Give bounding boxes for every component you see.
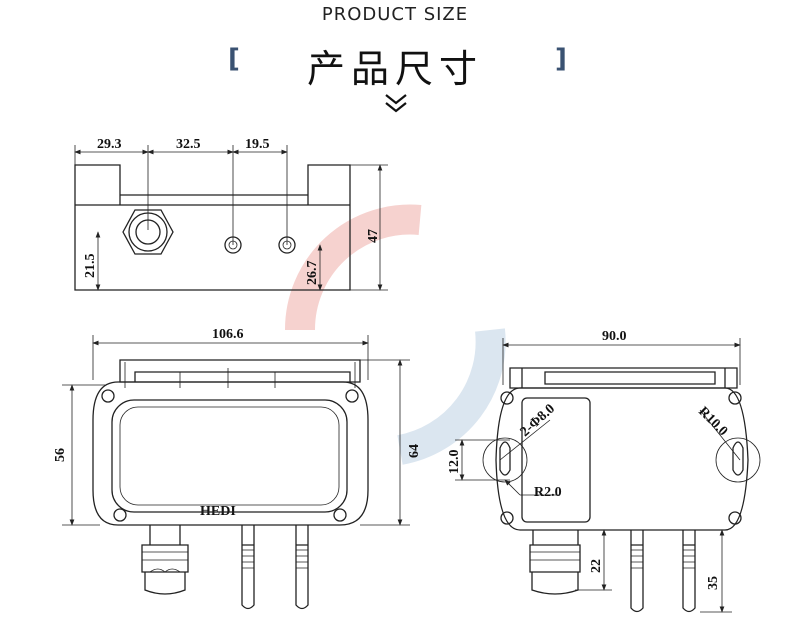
dim-2-phi-8-0: 2-Φ8.0 — [518, 402, 558, 440]
dim-12-0: 12.0 — [447, 450, 462, 475]
dim-r2-0: R2.0 — [534, 485, 562, 500]
title-en: PRODUCT SIZE — [321, 4, 469, 25]
dim-47: 47 — [366, 229, 381, 243]
dim-21-5: 21.5 — [83, 254, 98, 279]
bracket-right: ] — [555, 44, 567, 74]
dim-90-0: 90.0 — [602, 329, 627, 344]
dim-22: 22 — [589, 559, 604, 573]
dim-19-5: 19.5 — [245, 137, 270, 152]
dim-29-3: 29.3 — [97, 137, 122, 152]
dim-56: 56 — [53, 448, 68, 462]
dim-106-6: 106.6 — [212, 327, 244, 342]
top-view: 29.3 32.5 19.5 47 21.5 26.7 — [74, 137, 388, 291]
watermark: HEDI — [200, 204, 506, 519]
dim-32-5: 32.5 — [176, 137, 201, 152]
dim-35: 35 — [706, 576, 721, 590]
double-chevron-down-icon — [385, 94, 407, 113]
dim-64: 64 — [407, 444, 422, 458]
dim-26-7: 26.7 — [305, 261, 320, 286]
front-view: 106.6 56 64 — [53, 327, 422, 610]
title-cn: 产品尺寸 — [306, 47, 483, 91]
bracket-left: [ — [228, 44, 240, 74]
dim-r10-0: R10.0 — [695, 404, 730, 439]
